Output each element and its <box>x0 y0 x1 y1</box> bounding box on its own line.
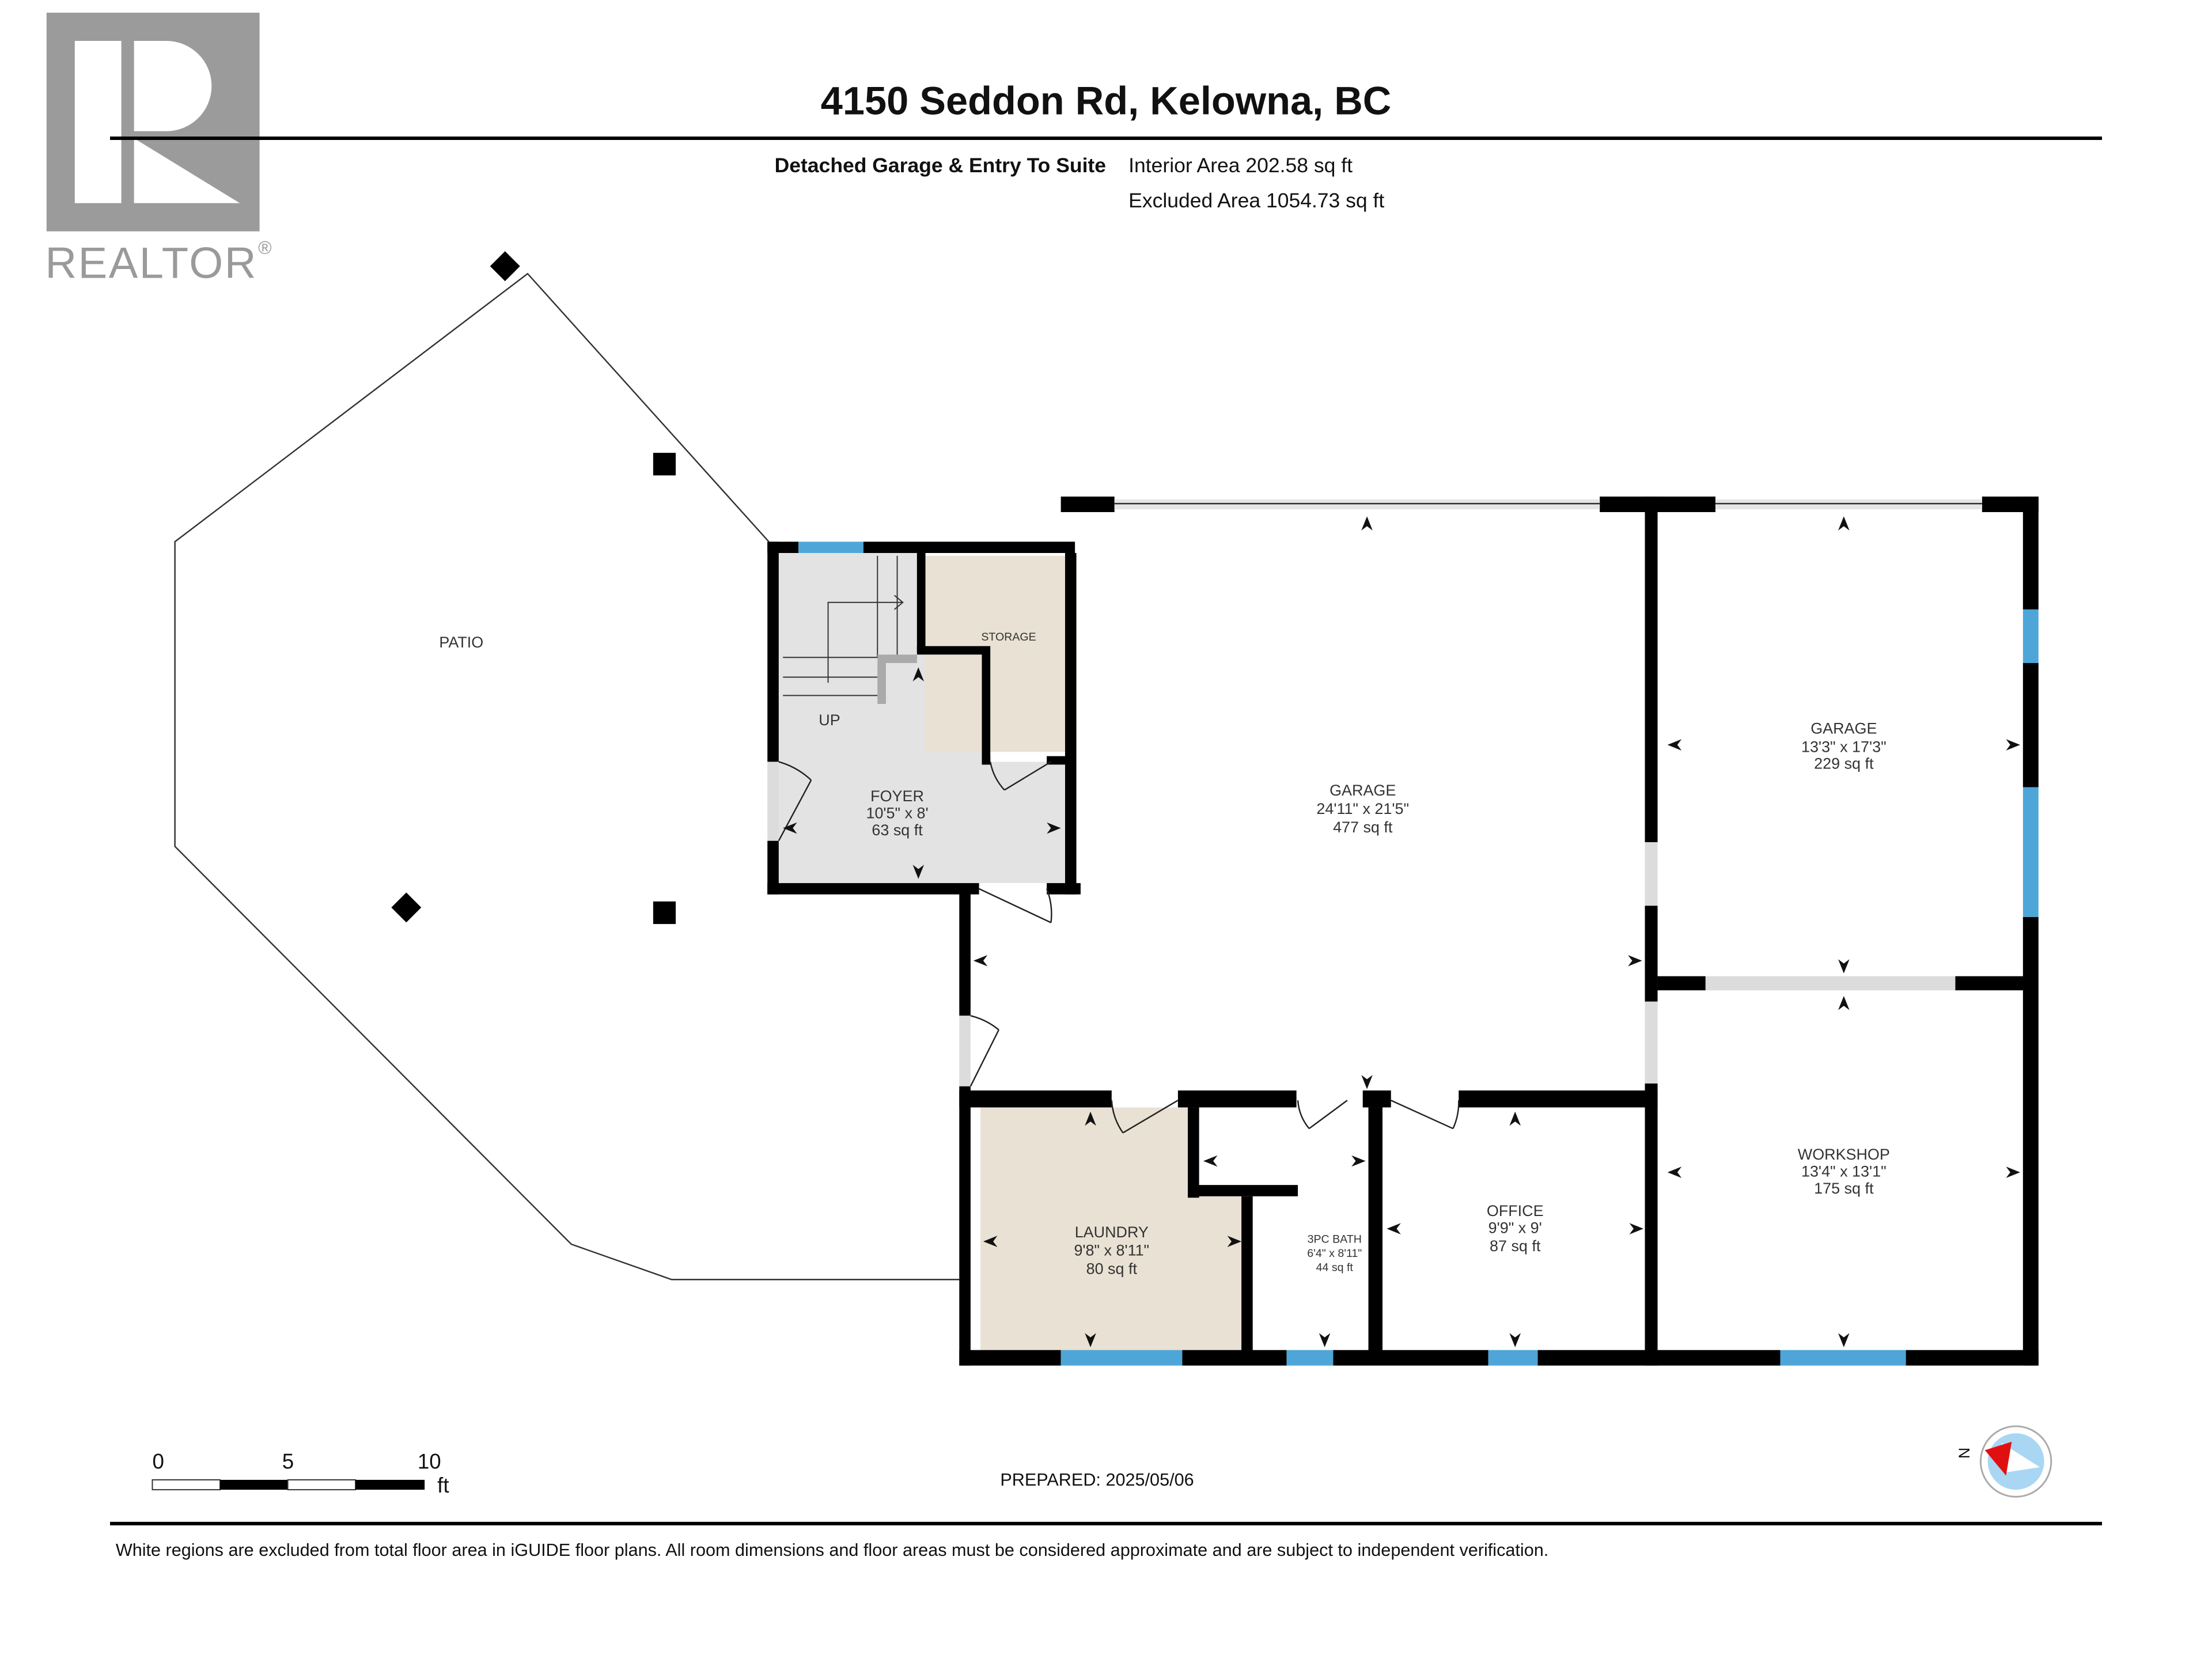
room-name: FOYER <box>870 787 924 805</box>
room-area: 44 sq ft <box>1316 1262 1354 1274</box>
room-garage-side: GARAGE 13'3" x 17'3" 229 sq ft <box>1801 719 1887 772</box>
room-dims: 24'11" x 21'5" <box>1316 800 1409 817</box>
room-area: 63 sq ft <box>872 821 923 839</box>
room-label-patio: PATIO <box>439 634 483 651</box>
dimension-markers <box>783 516 2020 1347</box>
room-foyer: FOYER 10'5" x 8' 63 sq ft <box>866 787 928 839</box>
stair-newel <box>877 654 917 704</box>
post-icon <box>490 251 520 282</box>
room-name: WORKSHOP <box>1798 1146 1890 1163</box>
interior-area: Interior Area 202.58 sq ft <box>1128 154 1353 177</box>
realtor-logo: REALTOR ® <box>45 13 272 287</box>
room-dims: 10'5" x 8' <box>866 804 928 821</box>
scale-tick-5: 5 <box>282 1449 294 1473</box>
door-swings <box>778 761 1460 1134</box>
floor-name: Detached Garage & Entry To Suite <box>775 154 1106 177</box>
excluded-area: Excluded Area 1054.73 sq ft <box>1128 189 1384 212</box>
room-name: LAUNDRY <box>1075 1224 1149 1241</box>
room-area: 87 sq ft <box>1490 1237 1541 1255</box>
scale-bar: 0 5 10 ft <box>151 1449 449 1497</box>
compass-north-label: N <box>1956 1448 1973 1459</box>
room-dims: 13'4" x 13'1" <box>1801 1162 1887 1180</box>
registered-mark: ® <box>258 237 271 258</box>
room-workshop: WORKSHOP 13'4" x 13'1" 175 sq ft <box>1798 1146 1890 1197</box>
post-icon <box>653 901 676 925</box>
page-title: 4150 Seddon Rd, Kelowna, BC <box>821 78 1392 123</box>
room-area: 477 sq ft <box>1333 819 1393 836</box>
post-icon <box>653 453 676 476</box>
room-area: 175 sq ft <box>1814 1180 1874 1197</box>
room-name: OFFICE <box>1487 1202 1544 1219</box>
post-icon <box>391 892 422 923</box>
openings <box>767 499 1982 1086</box>
realtor-wordmark: REALTOR <box>45 238 257 287</box>
room-area: 229 sq ft <box>1814 755 1874 772</box>
room-dims: 13'3" x 17'3" <box>1801 738 1887 755</box>
stairs <box>783 555 917 696</box>
room-name: GARAGE <box>1810 719 1877 737</box>
patio: PATIO <box>174 251 960 1281</box>
room-laundry: LAUNDRY 9'8" x 8'11" 80 sq ft <box>1074 1224 1149 1278</box>
laundry-fill <box>980 1107 1246 1355</box>
compass-icon: N <box>1956 1425 2052 1498</box>
room-dims: 6'4" x 8'11" <box>1307 1247 1362 1260</box>
walls <box>767 497 2039 1366</box>
room-name: 3PC BATH <box>1308 1233 1362 1246</box>
room-area: 80 sq ft <box>1086 1260 1138 1277</box>
room-office: OFFICE 9'9" x 9' 87 sq ft <box>1487 1202 1544 1255</box>
room-dims: 9'9" x 9' <box>1488 1219 1542 1236</box>
scale-tick-0: 0 <box>152 1449 164 1473</box>
room-label-storage: STORAGE <box>981 631 1036 643</box>
windows <box>798 541 2039 1366</box>
foyer-fill <box>777 550 1073 884</box>
prepared-date: PREPARED: 2025/05/06 <box>1000 1470 1194 1490</box>
room-name: GARAGE <box>1330 782 1396 799</box>
footer-disclaimer: White regions are excluded from total fl… <box>116 1540 1548 1560</box>
scale-unit: ft <box>437 1474 449 1497</box>
stairs-up-label: UP <box>819 711 840 729</box>
room-bath: 3PC BATH 6'4" x 8'11" 44 sq ft <box>1307 1233 1362 1274</box>
room-dims: 9'8" x 8'11" <box>1074 1242 1149 1259</box>
room-garage-main: GARAGE 24'11" x 21'5" 477 sq ft <box>1316 782 1409 836</box>
scale-tick-10: 10 <box>418 1449 441 1473</box>
